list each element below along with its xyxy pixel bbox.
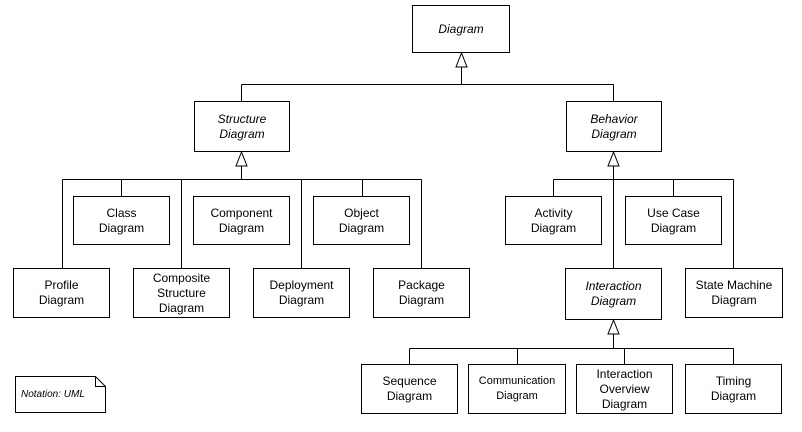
note-shape bbox=[15, 376, 106, 413]
generalization-arrowhead bbox=[607, 150, 620, 167]
notation-note: Notation: UML bbox=[21, 389, 85, 400]
profile-diagram-node[interactable]: Profile Diagram bbox=[13, 268, 110, 318]
state-machine-diagram-node[interactable]: State Machine Diagram bbox=[685, 268, 783, 318]
generalization-arrowhead bbox=[607, 318, 620, 335]
sequence-diagram-node[interactable]: Sequence Diagram bbox=[361, 364, 458, 414]
object-diagram-node[interactable]: Object Diagram bbox=[313, 196, 410, 245]
generalization-arrowhead bbox=[235, 150, 248, 167]
activity-diagram-node[interactable]: Activity Diagram bbox=[505, 196, 602, 245]
interaction-diagram-node[interactable]: Interaction Diagram bbox=[565, 268, 662, 320]
timing-diagram-node[interactable]: Timing Diagram bbox=[685, 364, 782, 414]
composite-structure-diagram-node[interactable]: Composite Structure Diagram bbox=[133, 268, 230, 318]
class-diagram-node[interactable]: Class Diagram bbox=[73, 196, 170, 245]
use-case-diagram-node[interactable]: Use Case Diagram bbox=[625, 196, 722, 245]
communication-diagram-node[interactable]: Communication Diagram bbox=[468, 364, 566, 414]
note-fold bbox=[95, 376, 106, 387]
behavior-diagram-node[interactable]: Behavior Diagram bbox=[566, 101, 662, 152]
diagram-node[interactable]: Diagram bbox=[412, 5, 510, 53]
component-diagram-node[interactable]: Component Diagram bbox=[193, 196, 290, 245]
package-diagram-node[interactable]: Package Diagram bbox=[373, 268, 470, 318]
structure-diagram-node[interactable]: Structure Diagram bbox=[194, 101, 290, 152]
deployment-diagram-node[interactable]: Deployment Diagram bbox=[253, 268, 350, 318]
generalization-arrowhead bbox=[455, 51, 468, 68]
interaction-overview-diagram-node[interactable]: Interaction Overview Diagram bbox=[576, 364, 673, 414]
